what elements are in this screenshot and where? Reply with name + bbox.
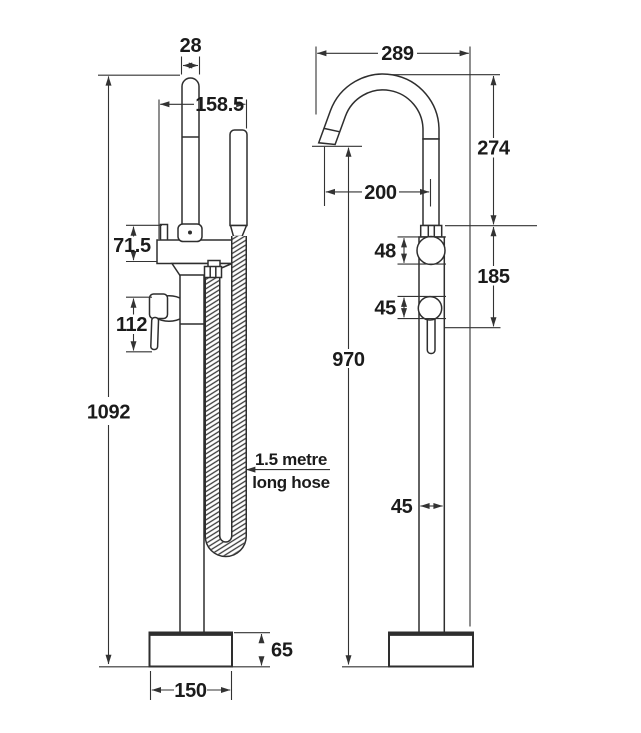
dim-label-mixer-height: 45 bbox=[374, 298, 396, 320]
dimension-lines bbox=[98, 46, 537, 700]
wand-tip bbox=[229, 224, 248, 238]
body-shoulder bbox=[170, 262, 233, 277]
side-view-figure bbox=[148, 77, 248, 668]
lever-blade bbox=[150, 316, 160, 351]
lever-pivot bbox=[148, 293, 169, 320]
hose-note-line2: long hose bbox=[252, 473, 330, 492]
dim-label-base-width: 150 bbox=[174, 680, 207, 702]
floor-base-side bbox=[148, 631, 233, 668]
dim-label-body-height: 71.5 bbox=[113, 235, 151, 257]
dim-label-spout-reach: 289 bbox=[381, 43, 414, 65]
dimension-labels: 28 158.5 71.5 112 1092 150 65 1.5 metre … bbox=[87, 35, 511, 702]
diverter-knob bbox=[416, 235, 446, 266]
gooseneck-spout bbox=[317, 73, 440, 146]
column-collar bbox=[419, 224, 443, 238]
dim-label-spout-projection: 200 bbox=[364, 182, 397, 204]
dim-label-base-height: 65 bbox=[271, 640, 293, 662]
dim-label-spout-outlet-height: 970 bbox=[332, 349, 365, 371]
riser-column-side bbox=[179, 274, 205, 634]
handset-riser-tube bbox=[181, 77, 200, 227]
diverter-post bbox=[159, 223, 169, 242]
hand-shower-wand bbox=[229, 129, 248, 227]
floor-base-front bbox=[388, 631, 474, 668]
dim-label-diverter-height: 48 bbox=[374, 241, 396, 263]
shower-hose-texture bbox=[206, 236, 246, 556]
mixer-body bbox=[156, 239, 244, 265]
dim-label-controls-span: 185 bbox=[477, 266, 510, 288]
spout-tip-seam bbox=[323, 127, 340, 133]
bracket-screw bbox=[188, 230, 192, 235]
dim-label-handset-reach: 158.5 bbox=[195, 94, 244, 116]
mixer-control-knob bbox=[417, 295, 443, 321]
dim-label-handle-length: 112 bbox=[116, 314, 148, 336]
dim-label-handset-width: 28 bbox=[180, 35, 202, 57]
dim-label-column-width: 45 bbox=[391, 496, 413, 518]
hose-nut bbox=[203, 265, 223, 279]
dim-label-spout-drop: 274 bbox=[477, 138, 511, 160]
dim-label-overall-height: 1092 bbox=[87, 402, 130, 424]
hose-note-line1: 1.5 metre bbox=[255, 450, 327, 469]
